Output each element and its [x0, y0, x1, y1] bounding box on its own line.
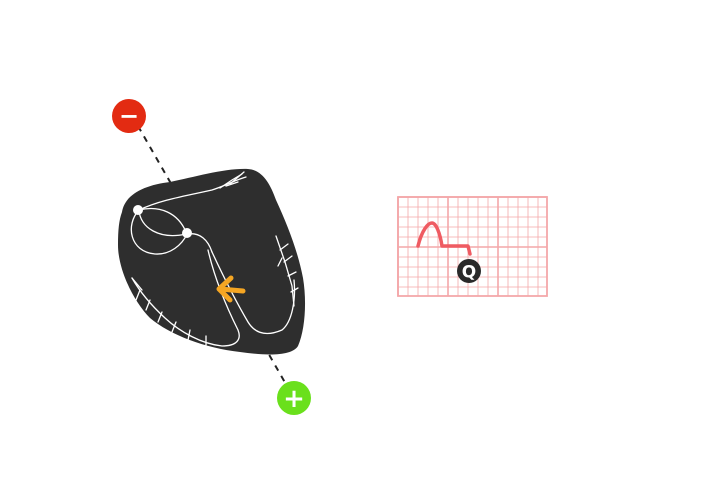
purkinje-left-1	[131, 277, 143, 291]
bachmann-bundle	[138, 176, 247, 211]
q-wave-badge: Q	[457, 259, 481, 283]
internodal-upper	[138, 208, 187, 233]
q-wave-label: Q	[462, 263, 476, 283]
internodal-middle	[138, 209, 187, 237]
av-node	[182, 228, 192, 238]
positive-electrode-symbol: +	[283, 384, 305, 414]
purkinje-left-5	[171, 321, 177, 333]
purkinje-left-4	[157, 311, 163, 323]
negative-electrode: −	[112, 99, 146, 133]
purkinje-right-2	[279, 243, 289, 251]
negative-electrode-symbol: −	[119, 102, 139, 130]
positive-electrode-circle	[277, 381, 311, 415]
depolarization-arrow	[216, 275, 246, 303]
left-atrial-branch-2	[225, 181, 239, 187]
q-wave-badge-circle	[457, 259, 481, 283]
ecg-trace	[416, 221, 472, 256]
left-atrial-branch-3	[229, 171, 245, 185]
purkinje-left-2	[135, 289, 141, 301]
internodal-lower	[130, 209, 188, 255]
sa-node	[133, 205, 143, 215]
ecg-grid	[397, 196, 548, 297]
purkinje-right-4	[287, 271, 297, 277]
negative-electrode-circle	[112, 99, 146, 133]
purkinje-right-6	[277, 257, 283, 267]
purkinje-left-3	[145, 299, 151, 311]
conduction-system	[130, 171, 299, 347]
ecg-grid-border	[397, 196, 548, 297]
purkinje-left-6	[187, 329, 191, 341]
positive-electrode: +	[277, 381, 311, 415]
purkinje-right-3	[283, 255, 293, 263]
purkinje-right-5	[290, 287, 299, 293]
right-bundle-branch	[131, 249, 240, 347]
